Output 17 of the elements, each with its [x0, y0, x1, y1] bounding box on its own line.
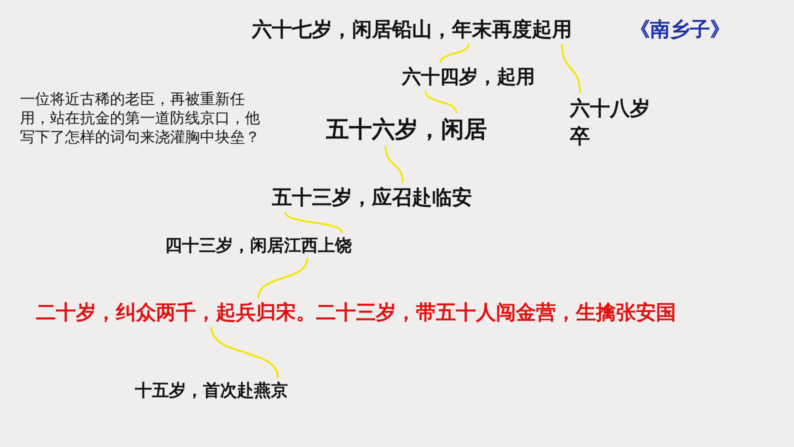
- timeline-event-text: 六十七岁，闲居铅山，年末再度起用: [252, 16, 572, 43]
- timeline-curve: [439, 44, 470, 64]
- timeline-curve: [258, 258, 308, 298]
- timeline-event-text: 五十六岁，闲居: [326, 114, 487, 145]
- timeline-event-text: 二十岁，纠众两千，起兵归宋。二十三岁，带五十人闯金营，生擒张安国: [36, 299, 676, 326]
- question-text: 一位将近古稀的老臣，再被重新任用，站在抗金的第一道防线京口，他写下了怎样的词句来浇灌胸中块垒？: [20, 90, 261, 147]
- timeline-curve: [384, 146, 404, 184]
- timeline-event-text: 十五岁，首次赴燕京: [135, 379, 288, 402]
- timeline-event-text: 五十三岁，应召赴临安: [272, 184, 472, 211]
- timeline-curve: [210, 326, 279, 378]
- timeline-curve: [561, 44, 581, 94]
- timeline-event-text: 六十四岁，起用: [402, 64, 535, 90]
- timeline-curve: [424, 90, 458, 114]
- timeline-curve: [284, 212, 343, 234]
- poem-title: 《南乡子》: [630, 16, 730, 43]
- timeline-event-text: 六十八岁卒: [570, 94, 658, 150]
- timeline-event-text: 四十三岁，闲居江西上饶: [165, 234, 352, 257]
